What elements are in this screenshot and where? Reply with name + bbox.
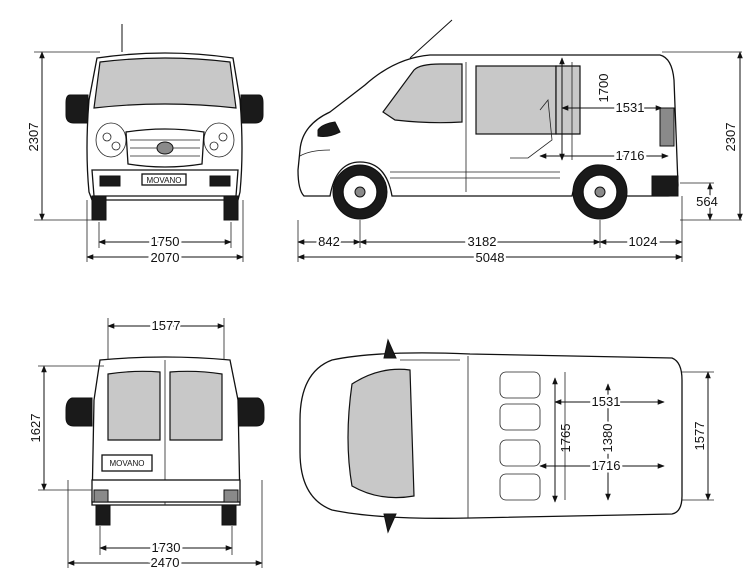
top-door-width-label: 1577	[692, 422, 707, 451]
front-overhang-label: 842	[318, 234, 340, 249]
rear-track-label: 1730	[152, 540, 181, 555]
side-view	[297, 19, 679, 220]
rear-width-dimension: 2470	[67, 480, 263, 573]
front-left-mirror	[65, 94, 89, 124]
top-view	[299, 338, 683, 534]
rear-overhang-label: 1024	[629, 234, 658, 249]
front-windscreen	[93, 57, 237, 109]
side-interior-width-label: 1531	[616, 100, 645, 115]
side-interior-height-label: 1700	[596, 74, 611, 103]
overall-length-label: 5048	[476, 250, 505, 265]
side-height-label: 2307	[723, 123, 738, 152]
rear-left-window	[107, 370, 161, 441]
rear-door-width-dimension: 1577	[107, 316, 225, 360]
front-right-mirror	[240, 94, 264, 124]
front-badge-text: MOVANO	[147, 176, 182, 185]
side-cab-window	[382, 63, 463, 124]
side-interior-length-label: 1716	[616, 148, 645, 163]
front-track-label: 1750	[151, 234, 180, 249]
side-interior-dimensions: 1700 1531 1716	[539, 57, 669, 166]
load-height-label: 564	[696, 194, 718, 209]
top-door-width-dimension: 1577	[682, 371, 714, 501]
rear-width-label: 2470	[151, 555, 180, 570]
rear-view: MOVANO	[65, 356, 265, 526]
rear-badge-text: MOVANO	[110, 459, 145, 468]
rear-right-window	[169, 370, 223, 441]
top-cargo-width-label: 1531	[592, 394, 621, 409]
load-height-dimension: 564	[680, 182, 720, 221]
rear-left-mirror	[65, 397, 93, 427]
top-windscreen	[347, 368, 415, 499]
front-view: MOVANO	[65, 24, 264, 221]
top-interior-dimensions: 1765 1380 1531 1716	[539, 377, 665, 503]
rear-badge-plate	[101, 454, 153, 472]
top-arch-width-label: 1380	[600, 424, 615, 453]
front-track-dimension: 1750	[98, 222, 232, 252]
rear-track-dimension: 1730	[99, 526, 233, 558]
top-cargo-height-label: 1765	[558, 424, 573, 453]
rear-right-mirror	[237, 397, 265, 427]
front-height-dimension: 2307	[26, 51, 100, 221]
rear-door-height-label: 1627	[28, 414, 43, 443]
front-height-label: 2307	[26, 123, 41, 152]
wheelbase-label: 3182	[468, 234, 497, 249]
side-length-dimensions: 842 3182 1024 5048	[297, 196, 683, 268]
front-width-dimension: 2070	[86, 200, 244, 268]
front-badge-plate	[141, 173, 187, 186]
side-cargo-window	[475, 65, 557, 135]
front-width-label: 2070	[151, 250, 180, 265]
rear-door-height-dimension: 1627	[28, 365, 104, 491]
top-floor-length-label: 1716	[592, 458, 621, 473]
rear-door-width-label: 1577	[152, 318, 181, 333]
